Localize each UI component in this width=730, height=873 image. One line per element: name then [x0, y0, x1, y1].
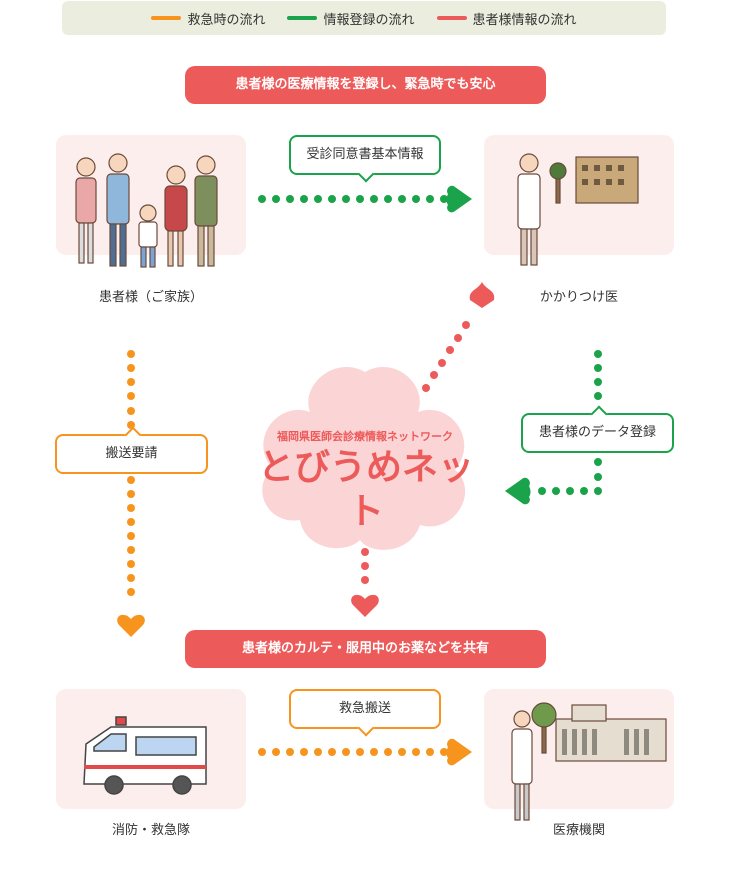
consent-bubble-text: 受診同意書基本情報: [306, 147, 424, 162]
heart-patient-info-down: [351, 594, 379, 617]
heart-registration-left: [505, 477, 531, 505]
middle-banner: 患者様のカルテ・服用中のお薬などを共有: [185, 630, 546, 668]
legend-swatch-patient-info: [436, 16, 467, 20]
top-banner: 患者様の医療情報を登録し、緊急時でも安心: [185, 66, 546, 104]
fire-ems-card: [56, 689, 246, 809]
flow-emergency-bottom: [258, 748, 448, 756]
emergency-transport-bubble-text: 救急搬送: [338, 701, 391, 716]
legend-swatch-registration: [287, 16, 318, 20]
heart-emergency-down: [117, 614, 145, 637]
network-subtitle: 福岡県医師会診療情報ネットワーク: [277, 430, 453, 443]
data-registration-bubble: 患者様のデータ登録: [521, 413, 674, 453]
hospital-illustration: [511, 702, 667, 821]
legend-label-patient-info: 患者様情報の流れ: [472, 12, 577, 28]
fire-ems-label: 消防・救急隊: [111, 823, 190, 838]
legend-label-registration: 情報登録の流れ: [323, 12, 415, 28]
legend-swatch-emergency: [151, 16, 182, 20]
doctor-illustration: [517, 153, 639, 266]
emergency-transport-bubble: 救急搬送: [289, 689, 441, 729]
patients-card: [56, 135, 246, 268]
heart-registration-right: [446, 185, 472, 213]
consent-bubble: 受診同意書基本情報: [289, 135, 441, 175]
transport-request-bubble-text: 搬送要請: [105, 446, 158, 461]
legend-item-registration: 情報登録の流れ: [287, 9, 415, 28]
flow-patient-info-doctor: [422, 321, 470, 392]
hospital-card: [484, 689, 674, 821]
legend-label-emergency: 救急時の流れ: [187, 12, 266, 28]
legend: 救急時の流れ 情報登録の流れ 患者様情報の流れ: [62, 1, 666, 35]
family-doctor-card: [484, 135, 674, 266]
patients-label: 患者様（ご家族）: [98, 290, 203, 305]
hospital-label: 医療機関: [552, 823, 605, 838]
legend-item-patient-info: 患者様情報の流れ: [436, 9, 577, 28]
center-blossom: [262, 367, 466, 550]
flow-patient-info-down: [361, 548, 369, 584]
network-logo-text: とびうめネット: [257, 447, 474, 532]
family-doctor-label: かかりつけ医: [539, 290, 619, 305]
flow-registration-top: [258, 195, 448, 203]
heart-emergency-right: [446, 738, 472, 766]
ambulance-illustration: [83, 716, 207, 795]
legend-item-emergency: 救急時の流れ: [151, 9, 265, 28]
family-illustration: [75, 153, 218, 268]
data-registration-bubble-text: 患者様のデータ登録: [538, 425, 656, 440]
heart-patient-info-up: [469, 282, 495, 308]
flow-emergency-left: [127, 350, 135, 596]
transport-request-bubble: 搬送要請: [55, 434, 208, 474]
flow-registration-doctor: [538, 350, 602, 495]
